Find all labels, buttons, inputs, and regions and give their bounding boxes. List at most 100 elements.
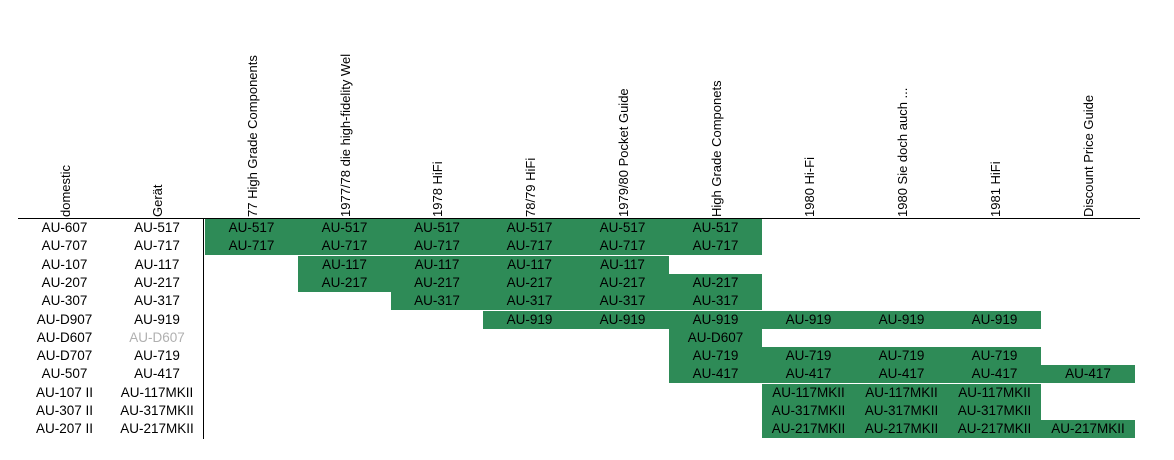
model-cell: AU-417 (1041, 365, 1135, 384)
model-cell: AU-217MKII (1041, 420, 1135, 439)
column-header: 77 High Grade Components (205, 0, 298, 219)
domestic-cell: AU-D607 (36, 329, 93, 345)
model-cell: AU-719 (948, 347, 1041, 366)
geraet-cell: AU-717 (134, 238, 180, 254)
geraet-cell: AU-217 (134, 274, 180, 290)
model-cell: AU-417 (855, 365, 948, 384)
model-cell: AU-217 (391, 273, 483, 292)
column-header-label: Gerät (150, 184, 165, 217)
model-cell: AU-717 (669, 237, 762, 256)
model-cell: AU-717 (298, 237, 391, 256)
column-header: 78/79 HiFi (483, 0, 576, 219)
model-cell: AU-217 (483, 273, 576, 292)
model-cell: AU-317MKII (762, 402, 855, 420)
column-header: 1981 HiFi (948, 0, 1041, 219)
header-rule (18, 218, 1140, 219)
geraet-cell: AU-117MKII (120, 384, 194, 400)
model-cell: AU-217MKII (855, 420, 948, 439)
geraet-cell: AU-417 (134, 366, 180, 382)
geraet-cell: AU-117 (134, 256, 180, 272)
column-header: 1979/80 Pocket Guide (576, 0, 669, 219)
domestic-cell: AU-D907 (36, 311, 93, 327)
domestic-cell: AU-107 (41, 256, 88, 272)
model-cell: AU-517 (483, 219, 576, 237)
domestic-cell: AU-D707 (36, 348, 93, 364)
geraet-cell: AU-317 (134, 293, 180, 309)
model-cell: AU-417 (762, 365, 855, 384)
domestic-cell: AU-307 II (35, 403, 94, 418)
model-cell: AU-117MKII (762, 383, 855, 402)
model-cell: AU-217 (298, 273, 391, 292)
model-cell: AU-919 (576, 310, 669, 329)
model-cell: AU-317 (391, 292, 483, 311)
model-cell: AU-217MKII (762, 420, 855, 439)
model-cell: AU-117 (298, 255, 391, 274)
model-cell: AU-D607 (669, 328, 762, 347)
model-cell: AU-517 (298, 219, 391, 237)
geraet-cell: AU-517 (134, 220, 180, 235)
geraet-cell: AU-217MKII (120, 421, 194, 437)
column-header-label: 1978 HiFi (430, 161, 445, 217)
model-cell: AU-417 (948, 365, 1041, 384)
model-cell: AU-517 (205, 219, 298, 237)
column-header-label: 78/79 HiFi (522, 157, 538, 217)
model-cell: AU-717 (483, 237, 576, 256)
column-header-label: 1979/80 Pocket Guide (615, 88, 631, 217)
model-cell: AU-719 (762, 347, 855, 366)
geraet-cell: AU-D607 (129, 329, 185, 345)
model-cell: AU-317 (483, 292, 576, 311)
model-cell: AU-117 (483, 255, 576, 274)
model-cell: AU-217MKII (948, 420, 1041, 439)
table-row: AU-D607 AU-D607 AU-D607 (18, 328, 1158, 347)
model-cell: AU-117 (576, 255, 669, 274)
model-cell: AU-117MKII (948, 383, 1041, 402)
column-header-label: domestic (57, 164, 73, 217)
column-header: 1980 Sie doch auch ... (855, 0, 948, 219)
column-header: Discount Price Guide (1041, 0, 1135, 219)
model-cell: AU-217 (669, 273, 762, 292)
column-header-label: 1981 HiFi (987, 161, 1003, 217)
column-header: High Grade Componets (669, 0, 762, 219)
column-header: domestic (18, 0, 111, 219)
model-cell: AU-717 (391, 237, 483, 256)
column-divider (203, 219, 204, 439)
column-header: 1977/78 die high-fidelity Wel (298, 0, 391, 219)
model-cell: AU-919 (855, 310, 948, 329)
model-cell: AU-919 (483, 310, 576, 329)
column-header-label: High Grade Componets (708, 80, 724, 217)
column-header-label: Discount Price Guide (1081, 94, 1096, 217)
geraet-cell: AU-919 (134, 311, 180, 327)
model-cell: AU-317MKII (855, 402, 948, 420)
geraet-cell: AU-719 (134, 348, 180, 364)
model-cell: AU-919 (669, 310, 762, 329)
geraet-cell: AU-317MKII (120, 403, 194, 418)
model-cell: AU-317 (669, 292, 762, 311)
model-cell: AU-717 (576, 237, 669, 256)
model-cell: AU-217 (576, 273, 669, 292)
column-header-label: 1980 Hi-Fi (801, 157, 817, 217)
model-cell: AU-919 (948, 310, 1041, 329)
domestic-cell: AU-207 (41, 274, 88, 290)
model-cell: AU-117MKII (855, 383, 948, 402)
domestic-cell: AU-307 (41, 293, 88, 309)
domestic-cell: AU-507 (41, 366, 88, 382)
model-cell: AU-517 (669, 219, 762, 237)
model-cell: AU-717 (205, 237, 298, 256)
model-cell: AU-719 (855, 347, 948, 366)
model-cell: AU-417 (669, 365, 762, 384)
model-cell: AU-117 (391, 255, 483, 274)
model-cell: AU-919 (762, 310, 855, 329)
column-header-label: 1980 Sie doch auch ... (894, 87, 910, 217)
column-header: Gerät (111, 0, 203, 219)
domestic-cell: AU-607 (41, 220, 88, 235)
